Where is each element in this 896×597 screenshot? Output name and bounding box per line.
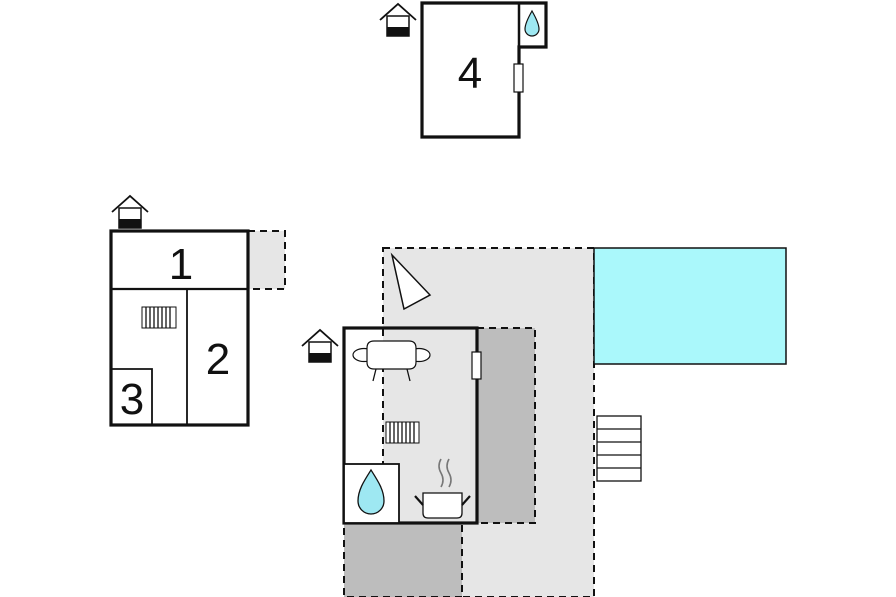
pool — [593, 247, 787, 365]
water-drop-icon — [357, 468, 385, 515]
building-room-4: 4 — [420, 1, 548, 139]
radiator-icon — [385, 421, 420, 444]
window-icon — [513, 63, 524, 93]
entrance-house-icon — [379, 2, 417, 37]
sofa-icon — [352, 340, 431, 382]
entrance-house-icon — [301, 328, 339, 363]
window-icon — [471, 351, 482, 380]
sun-lounger-icon — [390, 252, 432, 311]
building-rooms-1-2-3: 1 2 3 — [109, 229, 250, 427]
water-drop-icon — [524, 9, 540, 37]
room-label-1: 1 — [169, 240, 193, 289]
terrace-side — [476, 327, 536, 524]
room-label-2: 2 — [206, 335, 230, 384]
radiator-icon — [141, 306, 177, 329]
cooking-pot-icon — [414, 458, 471, 519]
stairs-icon — [596, 415, 642, 482]
building-main — [342, 326, 482, 525]
room-label-3: 3 — [120, 375, 144, 424]
room-label-4: 4 — [458, 49, 482, 98]
terrace-small — [247, 230, 286, 290]
terrace-bottom — [343, 522, 463, 597]
entrance-house-icon — [111, 194, 149, 229]
